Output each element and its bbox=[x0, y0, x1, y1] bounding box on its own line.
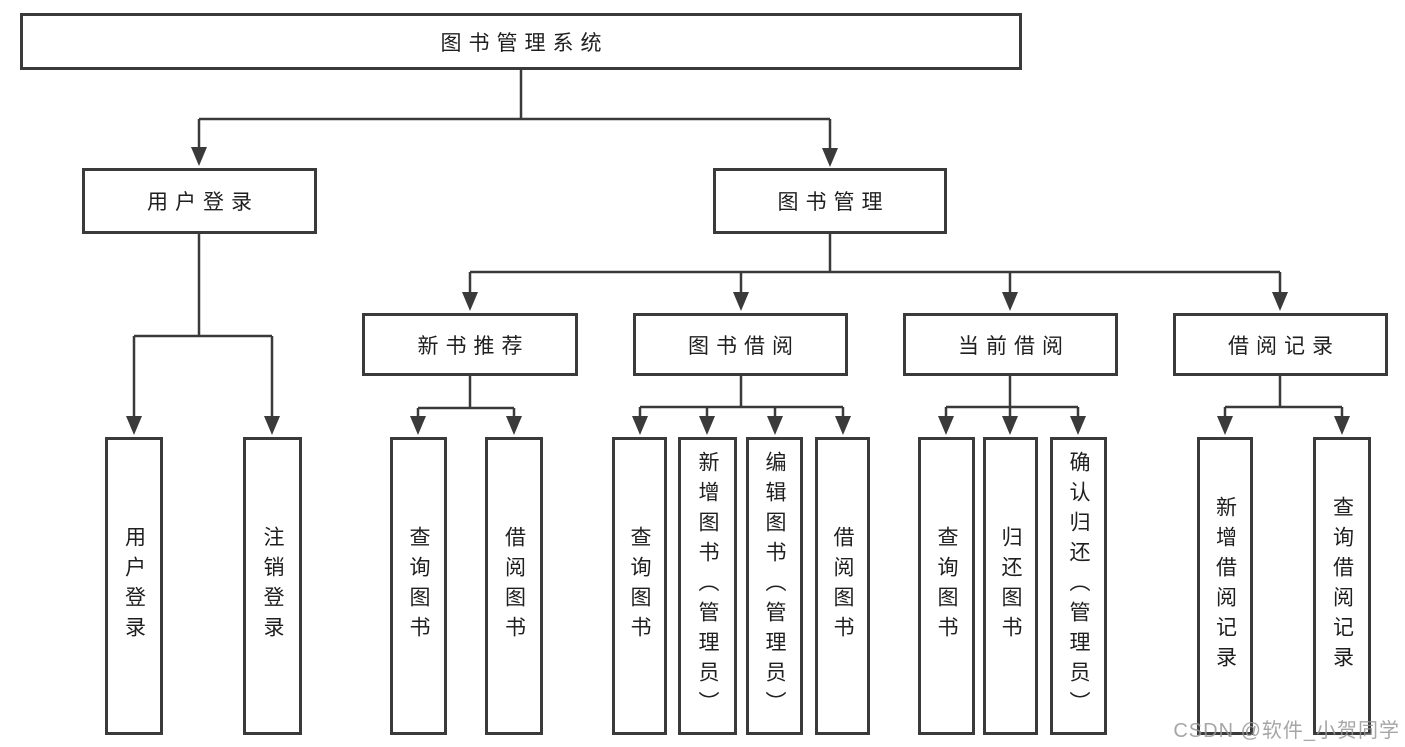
node-label: 用户登录 bbox=[122, 526, 146, 646]
node-label: 借阅记录 bbox=[1228, 334, 1340, 358]
node-label: 查询图书 bbox=[407, 526, 430, 646]
node-label: 归还图书 bbox=[999, 526, 1022, 646]
node-module-new-book-recommend: 新书推荐 bbox=[362, 313, 578, 376]
node-label: 借阅图书 bbox=[502, 526, 526, 646]
node-user-login: 用户登录 bbox=[105, 437, 163, 735]
node-branch-user-login: 用户登录 bbox=[82, 168, 317, 234]
node-borrow-books-borrowing: 借阅图书 bbox=[815, 437, 870, 735]
node-label: 新增借阅记录 bbox=[1213, 496, 1237, 676]
node-label: 图书管理系统 bbox=[440, 31, 609, 55]
node-label: 查询图书 bbox=[935, 526, 958, 646]
node-label: 注销登录 bbox=[261, 526, 284, 646]
arrowheads bbox=[126, 147, 1350, 435]
node-module-borrowing-records: 借阅记录 bbox=[1173, 313, 1388, 376]
node-query-books-current: 查询图书 bbox=[918, 437, 975, 735]
node-add-borrow-record: 新增借阅记录 bbox=[1197, 437, 1253, 735]
csdn-watermark: CSDN @软件_小贺同学 bbox=[1173, 720, 1400, 742]
node-library-management-system: 图书管理系统 bbox=[20, 13, 1022, 70]
node-label: 当前借阅 bbox=[958, 334, 1070, 358]
node-label: 借阅图书 bbox=[831, 526, 854, 646]
node-label: 图书借阅 bbox=[688, 334, 800, 358]
node-query-books-recommend: 查询图书 bbox=[390, 437, 447, 735]
tree-edges bbox=[132, 69, 1344, 421]
node-label: 新增图书（管理员） bbox=[696, 451, 719, 721]
node-label: 图书管理 bbox=[777, 191, 890, 214]
node-logout: 注销登录 bbox=[243, 437, 302, 735]
node-return-book: 归还图书 bbox=[983, 437, 1038, 735]
node-branch-book-management: 图书管理 bbox=[713, 168, 947, 234]
node-query-books-borrowing: 查询图书 bbox=[612, 437, 667, 735]
node-module-book-borrowing: 图书借阅 bbox=[633, 313, 848, 376]
node-confirm-return-admin: 确认归还（管理员） bbox=[1050, 437, 1107, 735]
node-query-borrow-record: 查询借阅记录 bbox=[1313, 437, 1371, 735]
node-label: 查询图书 bbox=[628, 526, 651, 646]
node-label: 用户登录 bbox=[147, 191, 259, 214]
node-edit-book-admin: 编辑图书（管理员） bbox=[746, 437, 803, 735]
node-label: 查询借阅记录 bbox=[1330, 496, 1354, 676]
node-label: 编辑图书（管理员） bbox=[763, 451, 786, 721]
node-label: 确认归还（管理员） bbox=[1067, 451, 1090, 721]
node-label: 新书推荐 bbox=[417, 334, 530, 358]
node-borrow-books-recommend: 借阅图书 bbox=[485, 437, 543, 735]
node-module-current-borrowing: 当前借阅 bbox=[903, 313, 1118, 376]
node-add-book-admin: 新增图书（管理员） bbox=[678, 437, 737, 735]
